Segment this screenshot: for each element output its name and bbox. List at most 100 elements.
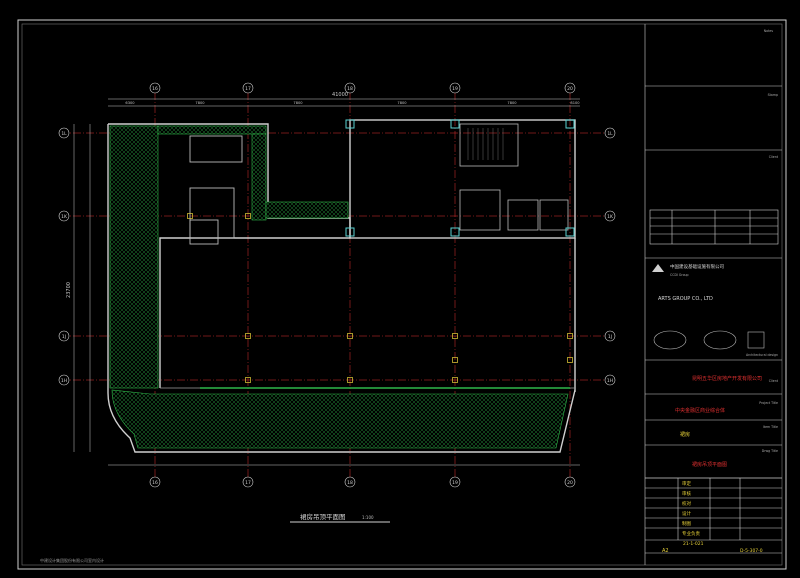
toilet-lower (189, 187, 235, 239)
light-fixture (347, 377, 353, 383)
grid-label: 17 (245, 86, 251, 92)
grid-bubble (58, 330, 70, 342)
grid-bubble (242, 476, 254, 488)
grid-label: 1K (607, 214, 614, 220)
ceiling-lights (187, 213, 573, 383)
column (565, 119, 575, 129)
light-fixture (452, 377, 458, 383)
stair-treads (467, 128, 504, 160)
grid-bubble (604, 210, 616, 222)
company-logo (652, 264, 664, 272)
sheet-border (17, 19, 787, 570)
column (450, 119, 460, 129)
grid-bubble (344, 82, 356, 94)
grid-label: 18 (347, 86, 353, 92)
drawing-scale: 1:100 (362, 515, 374, 520)
grid-label: 20 (567, 86, 573, 92)
label-item-title: Item Title (763, 425, 778, 429)
grid-bubble (242, 82, 254, 94)
light-fixture (567, 333, 573, 339)
columns (345, 119, 575, 237)
stair-lower (459, 189, 501, 231)
label-stamp: Stamp (768, 93, 778, 97)
role-label: 审定 (682, 480, 691, 487)
label-client-top: Client (769, 155, 779, 159)
grid-bubble (604, 330, 616, 342)
light-fixture (245, 213, 251, 219)
company-sub: CCDI Group (670, 273, 689, 277)
grid-bubble (58, 127, 70, 139)
grid-bubble (449, 82, 461, 94)
ceiling-west-strip (109, 125, 159, 389)
dim-segment-label: 7800 (397, 101, 407, 105)
light-fixture (245, 333, 251, 339)
dim-segment-label: 7800 (293, 101, 303, 105)
dim-overall-top: 41000 (332, 92, 348, 98)
column (565, 227, 575, 237)
grid-label: 20 (567, 480, 573, 486)
toilet-upper (189, 135, 243, 163)
company-name-cn: 中国建设基础设施有限公司 (670, 263, 724, 270)
logo-icon (652, 264, 664, 272)
design-label: Architectural design (746, 353, 778, 357)
grid-label: 1J (608, 334, 612, 340)
core-block (349, 119, 576, 239)
grid-label: 19 (452, 480, 458, 486)
light-fixture (347, 333, 353, 339)
grid-bubble (564, 476, 576, 488)
client-name: 昆明五华区房地产开发有限公司 (692, 375, 762, 382)
light-fixture (452, 357, 458, 363)
company-name-en: ARTS GROUP CO., LTD (658, 296, 713, 302)
toilet-rooms (189, 135, 243, 245)
sheet-date: 21-1-021 (683, 541, 704, 547)
role-label: 审核 (682, 490, 691, 497)
column (345, 227, 355, 237)
grid-label: 1L (61, 131, 67, 137)
elevator-2 (539, 199, 569, 231)
grid-bubble (564, 82, 576, 94)
role-label: 设计 (682, 510, 691, 517)
grid-bubble (58, 210, 70, 222)
grid-bubble (149, 476, 161, 488)
wall-south (107, 389, 576, 453)
dim-segments: 6300 7800 7800 7800 7800 8100 (125, 101, 580, 105)
stamp-2 (703, 330, 737, 350)
column (450, 227, 460, 237)
stair-core (459, 123, 569, 231)
dim-segment-label: 8100 (570, 101, 580, 105)
ceiling-north-strip (157, 125, 267, 135)
label-client: Client (769, 379, 779, 383)
label-notes: Notes (764, 29, 774, 33)
project-name: 中央金融区商业综合体 (675, 407, 725, 414)
light-fixture (187, 213, 193, 219)
grid-label: 16 (152, 86, 158, 92)
stamp-1 (653, 330, 687, 350)
column (345, 119, 355, 129)
dim-left-total: 23700 (66, 282, 72, 298)
grid-label: 19 (452, 86, 458, 92)
drawing-title-block: 裙房吊顶平面图 (692, 461, 727, 468)
grid-label: 1J (62, 334, 66, 340)
role-label: 校对 (682, 500, 691, 507)
certificate-stamps (653, 330, 765, 350)
grid-label: 17 (245, 480, 251, 486)
drawing-title: 裙房吊顶平面图 (300, 512, 346, 521)
ceiling-east-strip (251, 133, 267, 221)
sheet-size: A2 (662, 548, 669, 554)
dim-segment-label: 6300 (125, 101, 135, 105)
light-fixture (452, 333, 458, 339)
grid-label: 1H (607, 378, 613, 384)
elevator-1 (507, 199, 539, 231)
dim-segment-label: 7800 (195, 101, 205, 105)
role-label: 专业负责 (682, 530, 700, 537)
label-project-title: Project Title (759, 401, 778, 405)
ceiling-link-strip (265, 201, 349, 219)
label-drwg-title: Drwg Title (762, 449, 778, 453)
revision-table (649, 209, 779, 245)
dim-segment-label: 7800 (507, 101, 517, 105)
light-fixture (245, 377, 251, 383)
